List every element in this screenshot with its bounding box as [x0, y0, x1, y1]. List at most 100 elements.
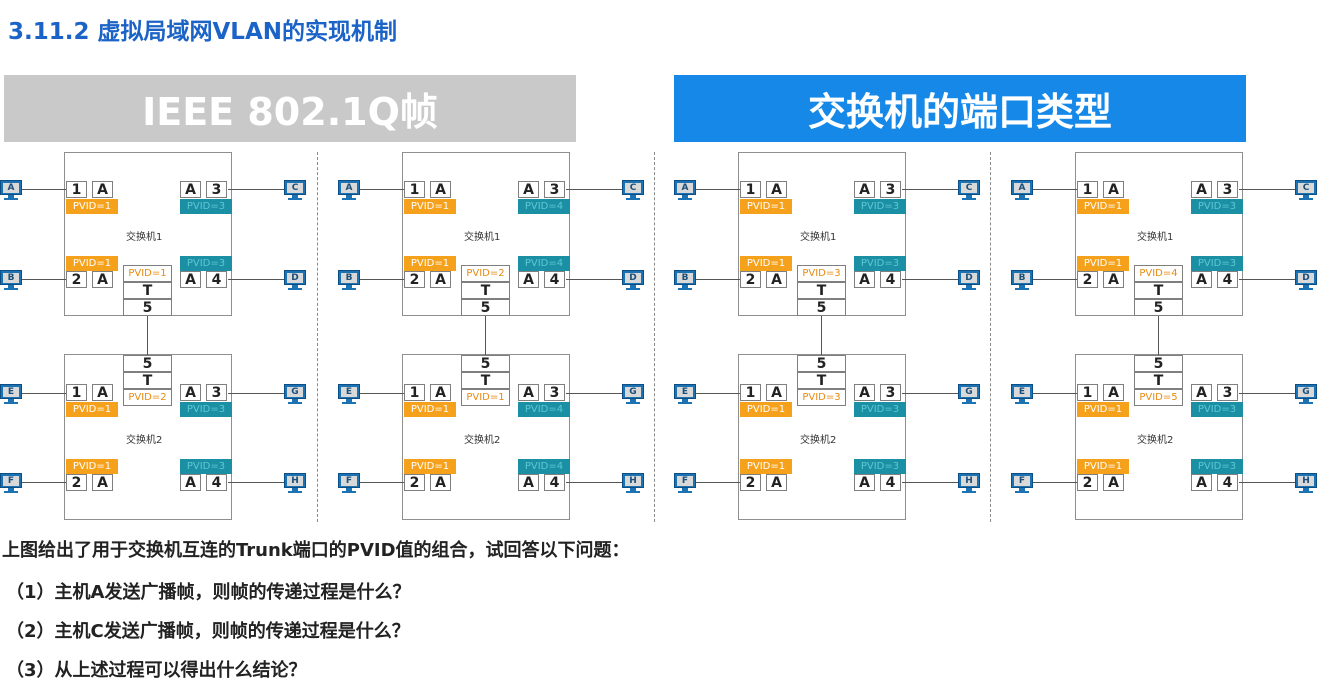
host-stand	[8, 285, 14, 288]
host-link	[1239, 482, 1295, 483]
host-link	[1031, 279, 1077, 280]
trunk-pvid: PVID=3	[797, 389, 846, 406]
host-computer-icon: B	[338, 270, 360, 292]
port-number: 2	[404, 474, 425, 491]
port-vlan: A	[766, 181, 787, 198]
host-screen: A	[1011, 180, 1033, 195]
host-stand	[1019, 195, 1025, 198]
host-screen: E	[674, 384, 696, 399]
trunk-tag: T	[1134, 372, 1183, 389]
port-vlan: A	[518, 181, 539, 198]
host-computer-icon: F	[0, 473, 22, 495]
port-number: 1	[1077, 181, 1098, 198]
host-screen: C	[622, 180, 644, 195]
host-link	[566, 189, 622, 190]
host-stand	[630, 195, 636, 198]
host-base	[288, 491, 302, 493]
port-vlan: A	[518, 384, 539, 401]
port-vlan: A	[766, 271, 787, 288]
host-computer-icon: B	[674, 270, 696, 292]
host-label: E	[677, 386, 693, 397]
pvid-badge: PVID=3	[180, 199, 232, 214]
host-base	[342, 491, 356, 493]
port-number: 1	[740, 181, 761, 198]
host-base	[342, 198, 356, 200]
host-label: H	[1298, 475, 1314, 486]
host-base	[962, 402, 976, 404]
port-number: 3	[1217, 181, 1238, 198]
host-link	[228, 393, 284, 394]
port-number: 4	[1217, 271, 1238, 288]
port-vlan: A	[430, 181, 451, 198]
host-computer-icon: A	[0, 180, 22, 202]
port-vlan: A	[1103, 271, 1124, 288]
host-base	[962, 491, 976, 493]
host-screen: H	[1295, 473, 1317, 488]
host-stand	[346, 195, 352, 198]
host-link	[20, 393, 66, 394]
pvid-badge: PVID=3	[854, 256, 906, 271]
host-computer-icon: A	[674, 180, 696, 202]
pvid-badge: PVID=1	[66, 459, 118, 474]
pvid-badge: PVID=1	[740, 199, 792, 214]
question-1: （1）主机A发送广播帧，则帧的传递过程是什么？	[6, 582, 411, 603]
switch-1-box	[64, 152, 232, 316]
host-computer-icon: H	[284, 473, 306, 495]
host-base	[4, 402, 18, 404]
host-base	[678, 402, 692, 404]
pvid-badge: PVID=1	[1077, 199, 1129, 214]
host-link	[566, 393, 622, 394]
host-screen: F	[338, 473, 360, 488]
host-label: B	[1014, 272, 1030, 283]
pvid-badge: PVID=1	[66, 256, 118, 271]
switch-1-label: 交换机1	[800, 232, 837, 243]
host-screen: E	[0, 384, 22, 399]
host-screen: E	[338, 384, 360, 399]
host-stand	[1019, 399, 1025, 402]
host-base	[288, 402, 302, 404]
host-link	[20, 189, 66, 190]
host-label: G	[1298, 386, 1314, 397]
host-base	[962, 288, 976, 290]
host-screen: C	[1295, 180, 1317, 195]
host-stand	[966, 285, 972, 288]
host-computer-icon: B	[1011, 270, 1033, 292]
port-vlan: A	[180, 271, 201, 288]
port-vlan: A	[92, 474, 113, 491]
host-link	[1031, 189, 1077, 190]
port-number: 4	[880, 474, 901, 491]
host-base	[4, 288, 18, 290]
host-computer-icon: B	[0, 270, 22, 292]
host-computer-icon: E	[0, 384, 22, 406]
host-computer-icon: G	[622, 384, 644, 406]
host-computer-icon: F	[1011, 473, 1033, 495]
trunk-port-number: 5	[461, 355, 510, 372]
port-vlan: A	[92, 384, 113, 401]
port-number: 2	[740, 271, 761, 288]
host-base	[1299, 402, 1313, 404]
pvid-badge: PVID=4	[518, 199, 570, 214]
host-link	[358, 482, 404, 483]
host-base	[288, 288, 302, 290]
host-screen: G	[284, 384, 306, 399]
port-vlan: A	[1103, 384, 1124, 401]
host-label: D	[1298, 272, 1314, 283]
port-number: 3	[880, 384, 901, 401]
pvid-badge: PVID=3	[854, 459, 906, 474]
host-stand	[1019, 285, 1025, 288]
host-label: D	[961, 272, 977, 283]
host-label: F	[1014, 475, 1030, 486]
host-computer-icon: G	[1295, 384, 1317, 406]
question-2: （2）主机C发送广播帧，则帧的传递过程是什么？	[6, 621, 410, 642]
port-number: 2	[404, 271, 425, 288]
host-stand	[682, 285, 688, 288]
trunk-tag: T	[1134, 282, 1183, 299]
banner-switch-port-types: 交换机的端口类型	[674, 75, 1246, 142]
host-computer-icon: E	[338, 384, 360, 406]
host-label: E	[341, 386, 357, 397]
host-screen: D	[284, 270, 306, 285]
host-base	[1015, 288, 1029, 290]
host-screen: G	[958, 384, 980, 399]
host-label: C	[1298, 182, 1314, 193]
pvid-badge: PVID=4	[518, 402, 570, 417]
